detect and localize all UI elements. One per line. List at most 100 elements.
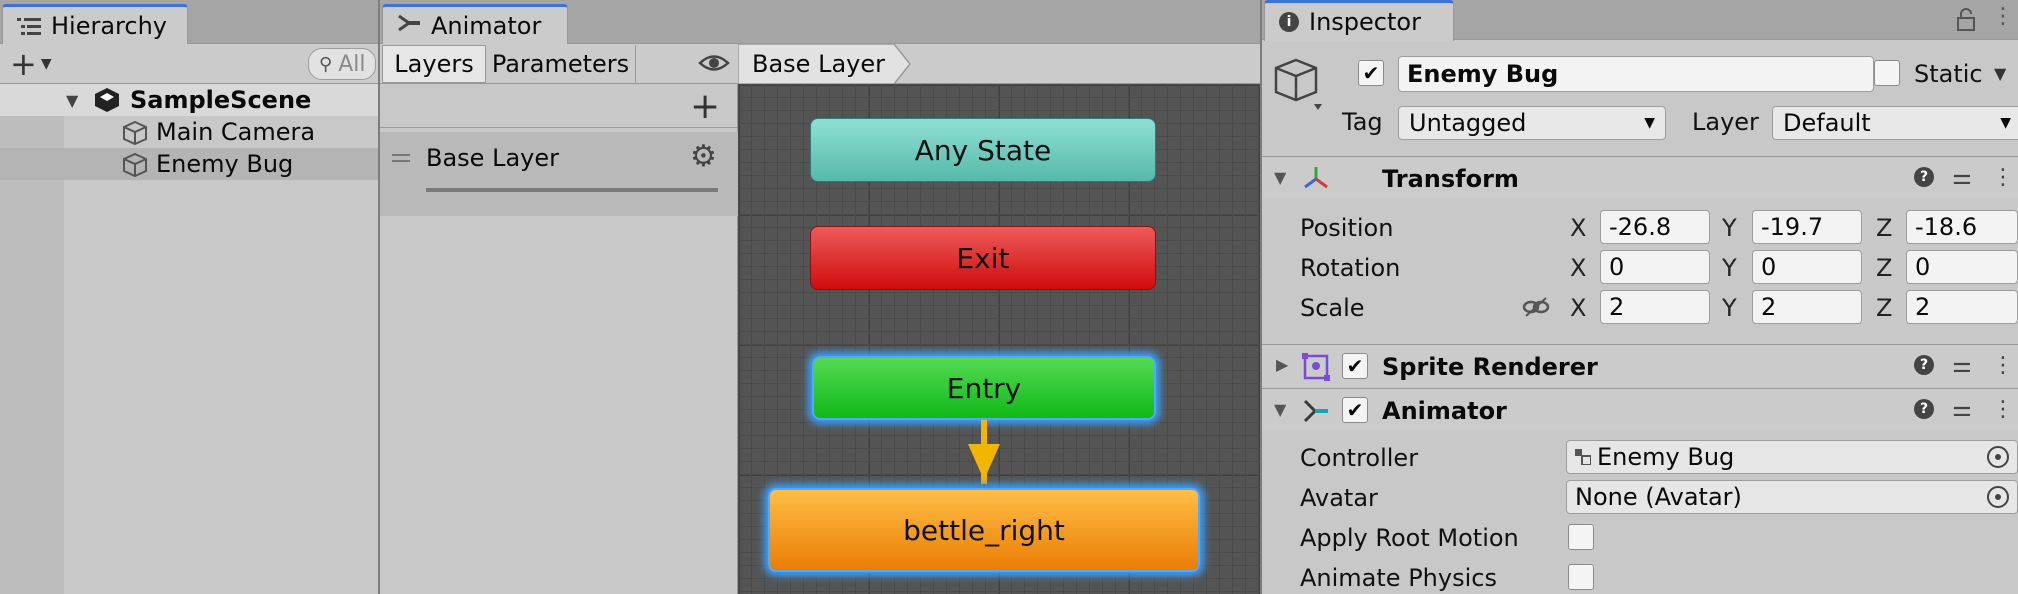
scale-z-value: 2 bbox=[1915, 293, 1931, 321]
controller-object-field[interactable]: Enemy Bug bbox=[1566, 440, 2018, 474]
animator-component-icon bbox=[1302, 397, 1330, 431]
tab-animator-label: Animator bbox=[431, 12, 542, 40]
search-placeholder: All bbox=[338, 51, 366, 77]
chevron-down-icon: ▼ bbox=[1644, 115, 1655, 131]
kebab-menu-icon[interactable]: ⋮ bbox=[1992, 165, 2014, 190]
sprite-renderer-enabled-checkbox[interactable]: ✔ bbox=[1342, 353, 1368, 379]
tab-parameters[interactable]: Parameters bbox=[486, 45, 636, 83]
state-exit[interactable]: Exit bbox=[810, 226, 1156, 290]
animator-enabled-checkbox[interactable]: ✔ bbox=[1342, 397, 1368, 423]
active-checkbox[interactable]: ✔ bbox=[1358, 60, 1384, 86]
state-any-state-label: Any State bbox=[914, 133, 1052, 167]
fold-arrow-icon[interactable]: ▼ bbox=[1274, 168, 1287, 187]
layer-item-base-layer[interactable]: Base Layer ⚙ bbox=[380, 132, 738, 216]
gear-icon[interactable]: ⚙ bbox=[690, 139, 717, 174]
static-checkbox[interactable] bbox=[1874, 60, 1900, 86]
fold-arrow-icon[interactable]: ▶ bbox=[1276, 355, 1289, 374]
transition-arrow[interactable] bbox=[964, 420, 1004, 492]
animator-component-header[interactable]: ▼ ✔ Animator ? ⚌ ⋮ bbox=[1262, 388, 2018, 430]
panel-divider[interactable] bbox=[1260, 0, 1262, 594]
lock-icon[interactable] bbox=[1956, 8, 1976, 38]
scene-row[interactable]: ▼ SampleScene bbox=[0, 84, 378, 116]
layer-dropdown-value: Default bbox=[1783, 109, 1871, 137]
state-default-state-label: bettle_right bbox=[903, 513, 1065, 547]
position-y-field[interactable]: -19.7 bbox=[1752, 210, 1862, 244]
layer-label: Layer bbox=[1692, 108, 1759, 136]
animate-physics-checkbox[interactable] bbox=[1568, 564, 1594, 590]
drag-handle-icon[interactable] bbox=[392, 142, 410, 170]
transform-header[interactable]: ▼ Transform ? ⚌ ⋮ bbox=[1262, 156, 2018, 198]
unity-scene-icon bbox=[94, 87, 120, 119]
position-z-field[interactable]: -18.6 bbox=[1906, 210, 2018, 244]
tag-dropdown[interactable]: Untagged ▼ bbox=[1398, 106, 1666, 140]
preset-settings-icon[interactable]: ⚌ bbox=[1952, 353, 1972, 378]
hierarchy-item-enemy-bug[interactable]: Enemy Bug bbox=[0, 148, 378, 180]
hierarchy-item-main-camera[interactable]: Main Camera bbox=[64, 116, 378, 148]
apply-root-motion-label: Apply Root Motion bbox=[1300, 524, 1519, 552]
help-icon[interactable]: ? bbox=[1914, 355, 1934, 375]
kebab-menu-icon[interactable]: ⋮ bbox=[1992, 353, 2014, 378]
tab-hierarchy[interactable]: Hierarchy bbox=[2, 4, 188, 45]
add-object-button[interactable]: + ▼ bbox=[10, 48, 66, 80]
state-entry[interactable]: Entry bbox=[812, 356, 1156, 420]
cube-icon bbox=[122, 152, 148, 184]
sprite-renderer-title: Sprite Renderer bbox=[1382, 353, 1598, 381]
hierarchy-search-input[interactable]: ⚲ All bbox=[308, 48, 376, 80]
rotation-x-value: 0 bbox=[1609, 253, 1625, 281]
state-entry-label: Entry bbox=[946, 371, 1022, 405]
state-exit-label: Exit bbox=[956, 241, 1010, 275]
help-icon[interactable]: ? bbox=[1914, 167, 1934, 187]
scale-x-field[interactable]: 2 bbox=[1600, 290, 1710, 324]
chevron-down-icon: ▼ bbox=[40, 56, 52, 72]
object-picker-icon[interactable] bbox=[1987, 446, 2009, 468]
axis-y-label: Y bbox=[1722, 214, 1737, 242]
eye-icon[interactable] bbox=[698, 52, 730, 80]
static-label: Static bbox=[1914, 60, 1983, 88]
tab-animator[interactable]: Animator bbox=[382, 4, 568, 45]
tab-layers[interactable]: Layers bbox=[382, 45, 486, 83]
tab-parameters-label: Parameters bbox=[491, 50, 630, 78]
position-label: Position bbox=[1300, 214, 1394, 242]
rotation-x-field[interactable]: 0 bbox=[1600, 250, 1710, 284]
constrain-proportions-icon[interactable] bbox=[1522, 296, 1550, 324]
cube-icon bbox=[122, 120, 148, 152]
position-x-field[interactable]: -26.8 bbox=[1600, 210, 1710, 244]
breadcrumb[interactable]: Base Layer bbox=[738, 44, 912, 84]
help-icon[interactable]: ? bbox=[1914, 399, 1934, 419]
preset-settings-icon[interactable]: ⚌ bbox=[1952, 397, 1972, 422]
fold-arrow-icon[interactable]: ▼ bbox=[1274, 400, 1287, 419]
apply-root-motion-checkbox[interactable] bbox=[1568, 524, 1594, 550]
preset-settings-icon[interactable]: ⚌ bbox=[1952, 165, 1972, 190]
transform-icon bbox=[1302, 165, 1330, 199]
rotation-y-field[interactable]: 0 bbox=[1752, 250, 1862, 284]
chevron-down-icon[interactable]: ▼ bbox=[1994, 64, 2007, 83]
rotation-z-field[interactable]: 0 bbox=[1906, 250, 2018, 284]
object-name-field[interactable]: Enemy Bug bbox=[1398, 56, 1874, 92]
transform-title: Transform bbox=[1382, 165, 1519, 193]
list-icon bbox=[17, 16, 41, 36]
expand-arrow-icon: ▼ bbox=[66, 90, 79, 110]
kebab-menu-icon[interactable]: ⋮ bbox=[1992, 4, 2014, 29]
animate-physics-label: Animate Physics bbox=[1300, 564, 1497, 592]
scale-y-field[interactable]: 2 bbox=[1752, 290, 1862, 324]
hierarchy-item-label: Main Camera bbox=[156, 118, 316, 146]
object-picker-icon[interactable] bbox=[1987, 486, 2009, 508]
axis-z-label: Z bbox=[1876, 254, 1893, 282]
tab-hierarchy-label: Hierarchy bbox=[51, 12, 168, 40]
state-any-state[interactable]: Any State bbox=[810, 118, 1156, 182]
scale-z-field[interactable]: 2 bbox=[1906, 290, 2018, 324]
panel-divider[interactable] bbox=[378, 0, 380, 594]
controller-value: Enemy Bug bbox=[1597, 443, 1735, 471]
avatar-object-field[interactable]: None (Avatar) bbox=[1566, 480, 2018, 514]
inspector-panel: i Inspector ⋮ ✔ Enemy Bug Static ▼ Tag U… bbox=[1262, 0, 2018, 594]
layer-name: Base Layer bbox=[426, 144, 559, 172]
animator-graph-canvas[interactable]: Any State Exit Entry bettle_right bbox=[738, 84, 1260, 594]
add-layer-button[interactable]: + bbox=[690, 86, 721, 127]
tab-inspector[interactable]: i Inspector bbox=[1264, 0, 1454, 41]
state-default-state[interactable]: bettle_right bbox=[768, 488, 1200, 572]
sprite-renderer-header[interactable]: ▶ ✔ Sprite Renderer ? ⚌ ⋮ bbox=[1262, 344, 2018, 386]
layer-weight-bar bbox=[426, 188, 718, 192]
animator-panel: Animator Layers Parameters Base Layer + … bbox=[380, 0, 1260, 594]
kebab-menu-icon[interactable]: ⋮ bbox=[1992, 397, 2014, 422]
layer-dropdown[interactable]: Default ▼ bbox=[1772, 106, 2018, 140]
